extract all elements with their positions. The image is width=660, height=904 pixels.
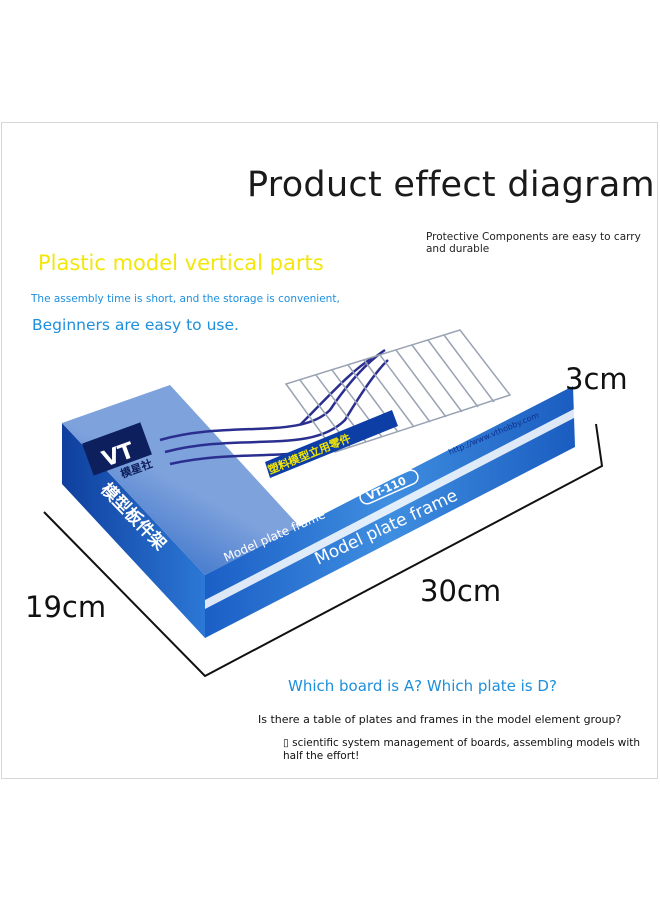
question-table: Is there a table of plates and frames in… — [258, 713, 622, 726]
height-dimension: 3cm — [565, 362, 628, 396]
plastic-heading: Plastic model vertical parts — [38, 251, 324, 275]
question-board: Which board is A? Which plate is D? — [288, 677, 557, 695]
protective-note: Protective Components are easy to carry … — [426, 231, 641, 255]
length-dimension: 30cm — [420, 574, 502, 608]
scientific-note: ▯ scientific system management of boards… — [283, 737, 641, 762]
beginners-note: Beginners are easy to use. — [32, 316, 239, 334]
page-title: Product effect diagram — [247, 165, 655, 205]
width-dimension: 19cm — [25, 590, 107, 624]
assembly-note: The assembly time is short, and the stor… — [31, 293, 340, 305]
box-left-side — [62, 423, 205, 638]
dimension-lines — [43, 423, 604, 678]
